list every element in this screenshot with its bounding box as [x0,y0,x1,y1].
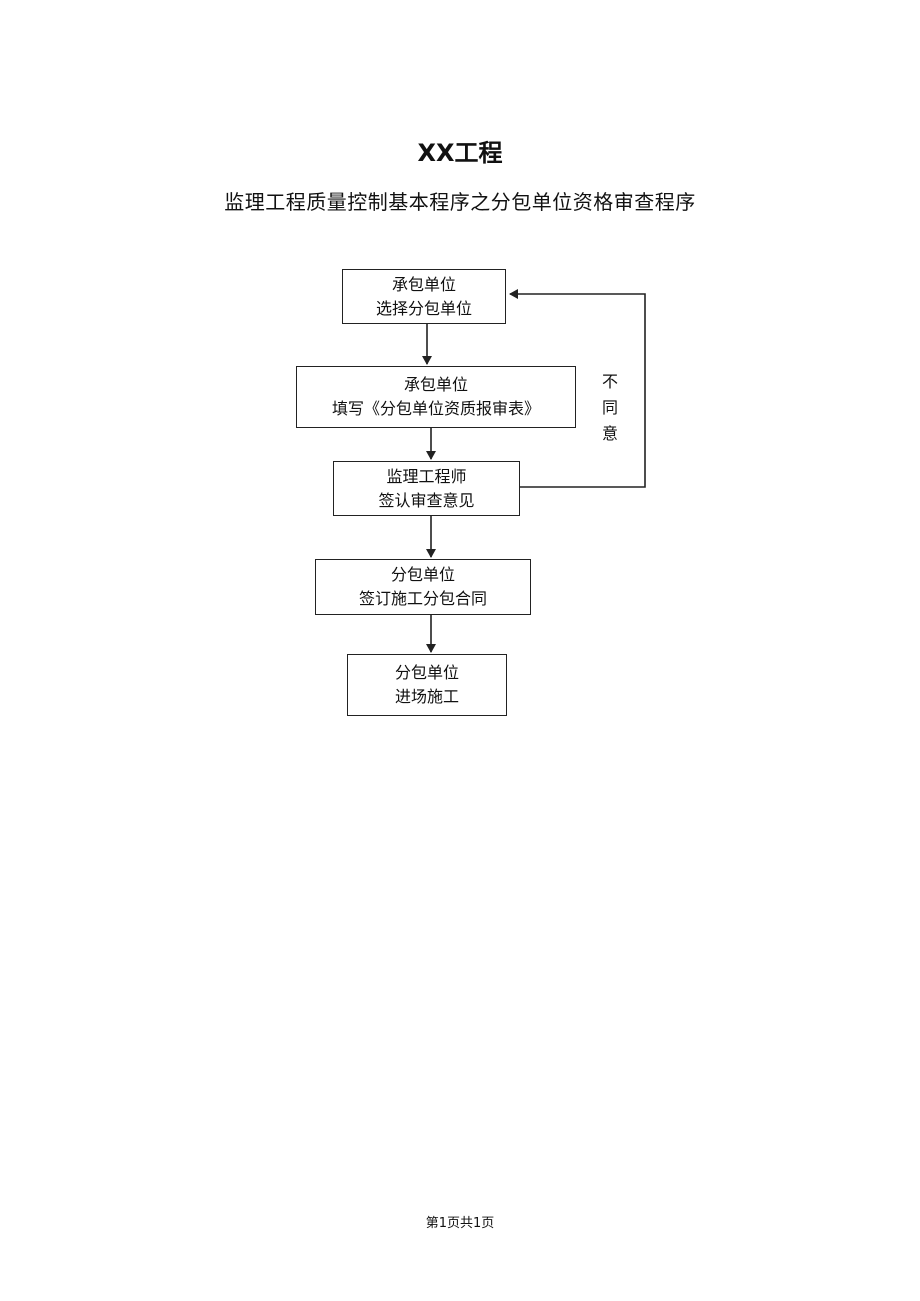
document-title: XX工程 [417,139,503,167]
node-4-line-2: 签订施工分包合同 [358,589,487,608]
node-2-line-2: 填写《分包单位资质报审表》 [331,399,540,418]
flow-node-enter-site: 分包单位 进场施工 [347,654,507,716]
node-3-line-1: 监理工程师 [386,466,467,486]
arrow-feedback-n3-to-n1 [509,289,646,488]
node-2-line-1: 承包单位 [403,375,468,394]
flow-node-sign-contract: 分包单位 签订施工分包合同 [315,559,531,615]
flow-node-fill-qualification-form: 承包单位 填写《分包单位资质报审表》 [296,366,576,428]
node-5-line-1: 分包单位 [394,663,459,682]
flow-node-select-subcontractor: 承包单位 选择分包单位 [342,269,506,324]
feedback-label-char-1: 不 [601,372,618,391]
feedback-label-char-2: 同 [601,398,618,417]
node-1-line-2: 选择分包单位 [375,298,472,318]
page-footer: 第1页共1页 [425,1216,495,1231]
feedback-disagree-label: 不 同 意 [598,369,622,447]
document-subtitle: 监理工程质量控制基本程序之分包单位资格审查程序 [224,190,696,214]
node-4-line-1: 分包单位 [390,565,455,584]
node-3-line-2: 签认审查意见 [378,490,475,510]
feedback-label-char-3: 意 [601,424,618,443]
node-1-line-1: 承包单位 [391,274,456,294]
node-5-line-2: 进场施工 [394,687,459,706]
flow-node-engineer-review: 监理工程师 签认审查意见 [333,461,520,516]
